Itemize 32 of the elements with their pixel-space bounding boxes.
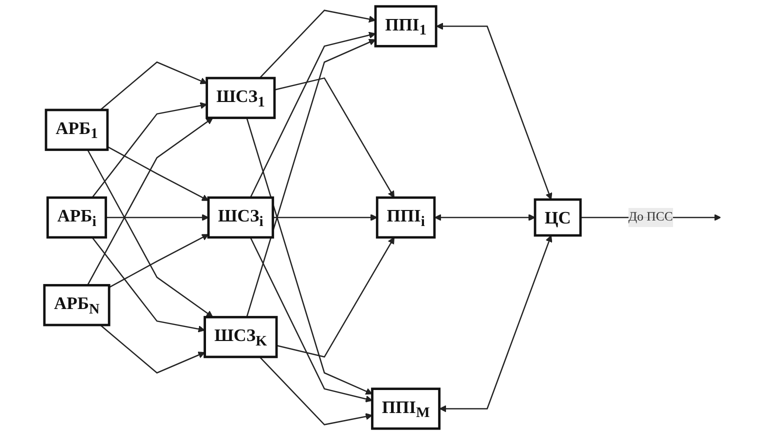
arrow (272, 214, 378, 221)
node-box: ППІ$_{1}$ (374, 5, 438, 48)
node-box: ШСЗ$_{1}$ (206, 76, 276, 120)
arrow (274, 77, 394, 198)
arrow (86, 149, 213, 318)
arrow (92, 102, 208, 198)
node-box: ППІ$_{M}$ (370, 388, 440, 430)
node-box: ЦС (534, 198, 582, 237)
edge-label: До ПСС (628, 210, 673, 224)
arrow (107, 146, 209, 201)
node-box: АРБ$_{1}$ (44, 108, 109, 151)
arrow (92, 236, 205, 332)
node-box: АРБ$_{N}$ (43, 284, 110, 326)
node-box: АРБ$_{i}$ (46, 196, 107, 239)
arrow (250, 237, 372, 402)
arrow (436, 22, 552, 200)
arrow (259, 10, 376, 78)
arrow (86, 118, 213, 286)
arrow (259, 356, 372, 426)
node-box: ШСЗ$_{K}$ (203, 316, 278, 358)
arrow (108, 234, 209, 288)
arrow (106, 214, 209, 221)
arrow (246, 38, 376, 318)
arrow (434, 214, 536, 221)
arrow (246, 118, 372, 395)
arrow (100, 324, 205, 374)
arrow (100, 61, 208, 110)
node-box: ППІ$_{i}$ (376, 196, 436, 239)
arrow (276, 237, 394, 358)
arrow (250, 32, 376, 198)
arrow (439, 235, 552, 412)
node-box: ШСЗ$_{i}$ (207, 196, 274, 239)
